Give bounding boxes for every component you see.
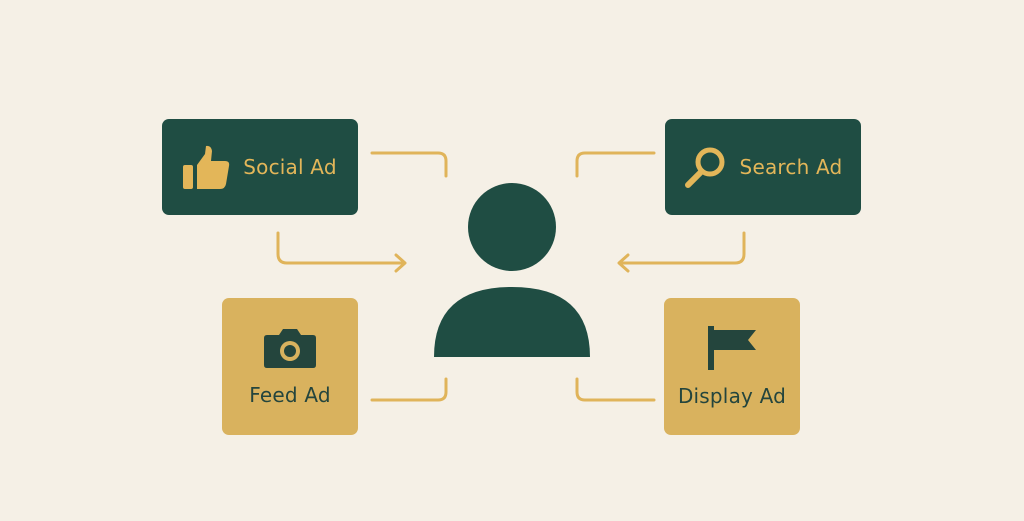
social-ad-label: Social Ad xyxy=(243,155,337,179)
social-ad-node: Social Ad xyxy=(162,119,358,215)
search-ad-label: Search Ad xyxy=(739,155,843,179)
camera-icon xyxy=(263,327,317,369)
thumbs-up-icon xyxy=(183,144,231,190)
magnifier-icon xyxy=(684,145,728,189)
flag-icon xyxy=(706,325,758,370)
connector-search-left xyxy=(575,151,656,178)
user-icon xyxy=(434,183,590,357)
user-icon-head xyxy=(468,183,556,271)
feed-ad-label: Feed Ad xyxy=(249,382,331,407)
connector-display-left xyxy=(575,377,656,402)
user-icon-body xyxy=(434,287,590,357)
connector-social-right xyxy=(370,151,448,178)
connector-feed-right xyxy=(370,377,448,402)
connector-search-down-arrow xyxy=(618,231,746,265)
search-ad-node: Search Ad xyxy=(665,119,861,215)
arrowhead-right xyxy=(394,253,407,273)
arrowhead-left xyxy=(617,253,630,273)
feed-ad-node: Feed Ad xyxy=(222,298,358,435)
display-ad-node: Display Ad xyxy=(664,298,800,435)
connector-social-down-arrow xyxy=(276,231,406,265)
display-ad-label: Display Ad xyxy=(677,383,787,408)
